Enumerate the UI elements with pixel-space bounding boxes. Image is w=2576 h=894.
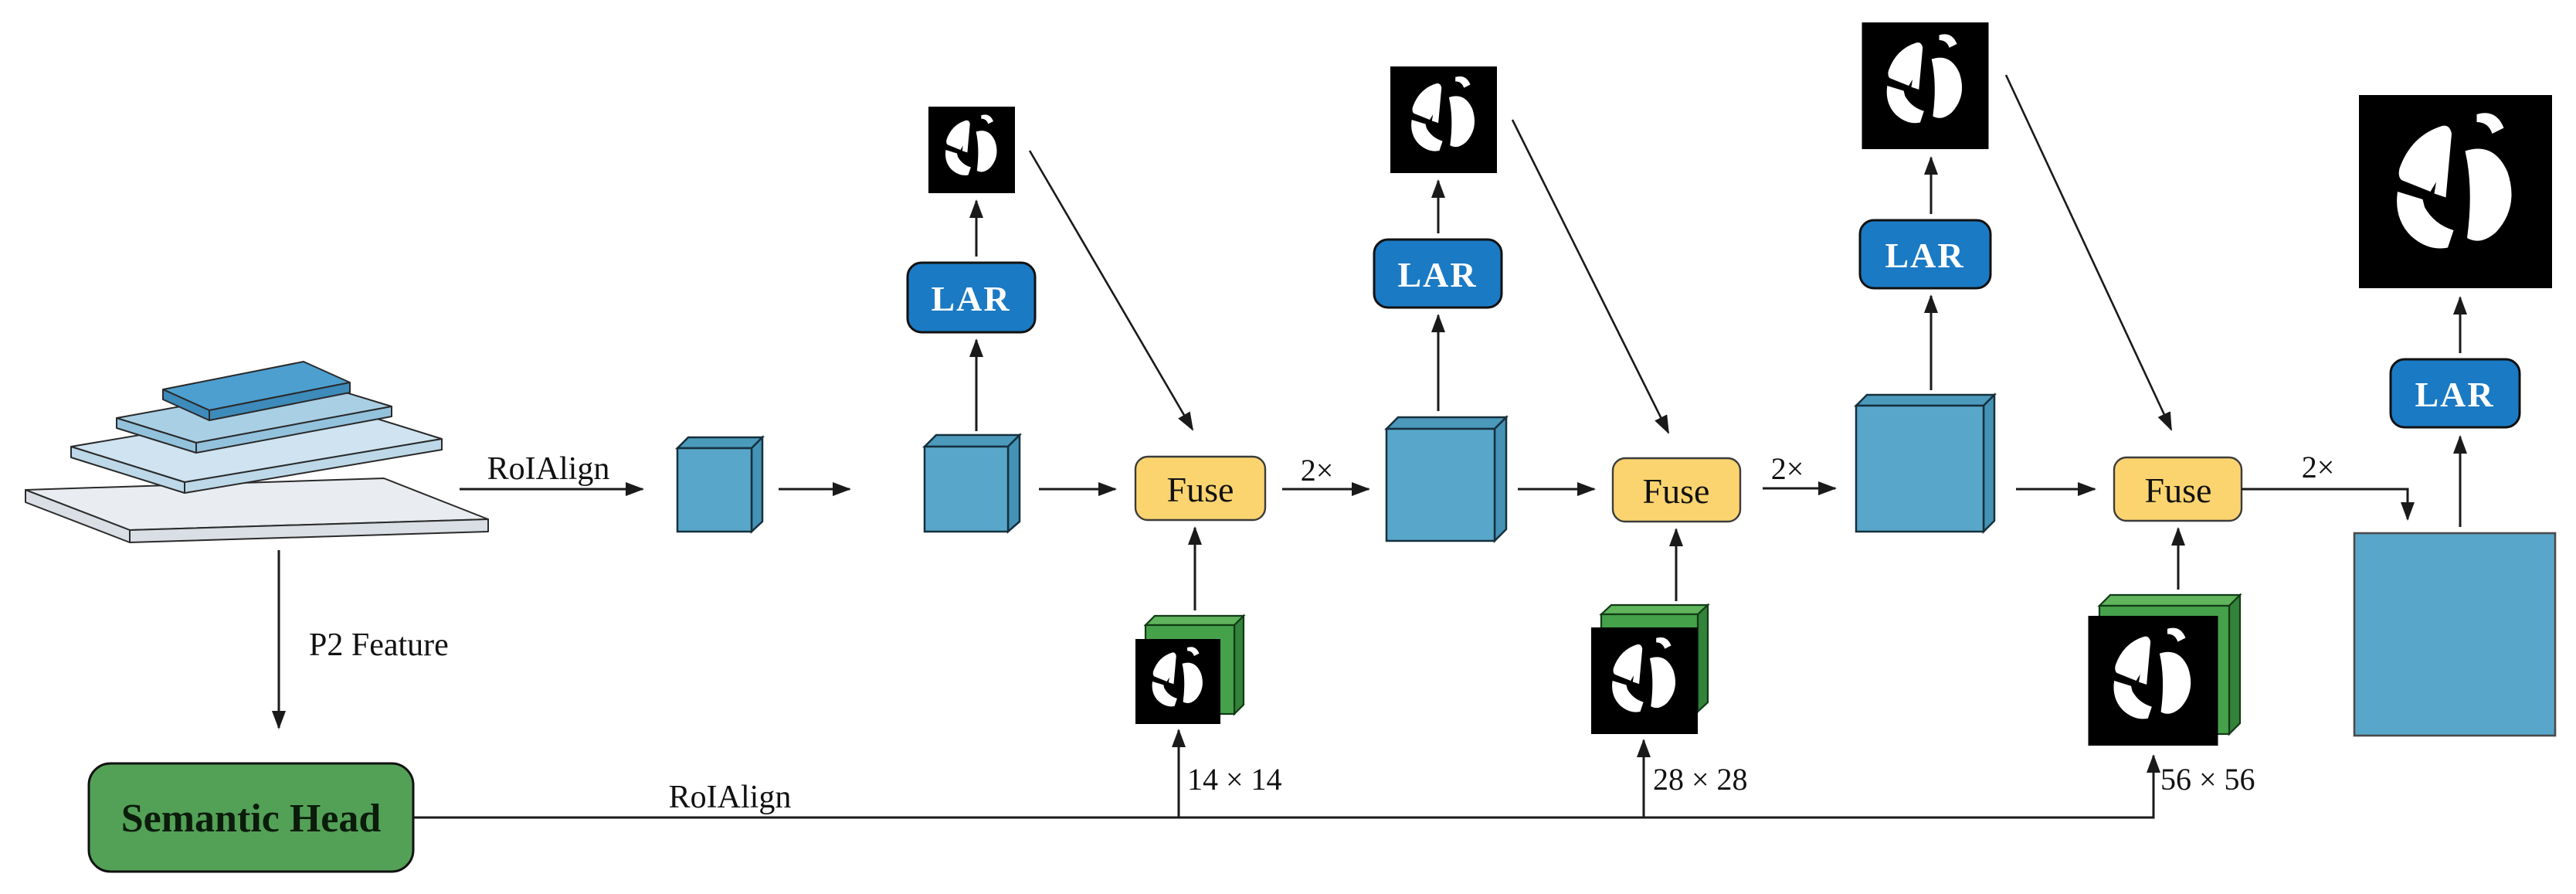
fpn-feature-pyramid xyxy=(25,361,489,543)
fuse-block-3: Fuse xyxy=(2113,456,2243,522)
roi-feature-cube-1 xyxy=(674,434,765,534)
segmentation-mask-icon-4 xyxy=(2359,95,2552,288)
mask-size-label-56: 56 × 56 xyxy=(2160,762,2255,797)
mask-size-label-14: 14 × 14 xyxy=(1187,762,1282,797)
roi-feature-cube-2 xyxy=(921,432,1023,534)
roialign-bottom-label: RoIAlign xyxy=(669,780,792,815)
lar-block-2: LAR xyxy=(1373,238,1503,309)
lar-block-3: LAR xyxy=(1858,219,1992,290)
fuse-label-2: Fuse xyxy=(1643,471,1710,511)
diagonal-mask2-fuse2 xyxy=(1511,119,1670,434)
lar-block-1: LAR xyxy=(906,261,1037,334)
fuse-block-2: Fuse xyxy=(1611,457,1742,523)
segmentation-mask-icon-2 xyxy=(1390,66,1497,173)
roi-feature-cube-4 xyxy=(1853,392,1997,535)
lar-label-4: LAR xyxy=(2415,375,2494,414)
lar-label-3: LAR xyxy=(1885,236,1964,275)
mask-size-label-28: 28 × 28 xyxy=(1653,762,1748,797)
roi-feature-cube-3 xyxy=(1383,414,1509,544)
segmentation-mask-icon-3b xyxy=(2088,616,2218,746)
segmentation-mask-icon-1b xyxy=(1135,639,1220,724)
fuse-block-1: Fuse xyxy=(1134,455,1267,522)
fuse-label-3: Fuse xyxy=(2145,471,2212,510)
semantic-head-node: Semantic Head xyxy=(87,762,415,873)
semantic-mask-stack-1 xyxy=(1135,614,1246,724)
upsample-label-1: 2× xyxy=(1301,453,1334,488)
semantic-mask-stack-2 xyxy=(1591,603,1710,734)
semantic-head-label: Semantic Head xyxy=(121,797,382,841)
roialign-top-label: RoIAlign xyxy=(487,451,610,487)
segmentation-mask-icon-3 xyxy=(1862,22,1989,149)
fuse-label-1: Fuse xyxy=(1167,470,1234,509)
segmentation-mask-icon-2b xyxy=(1591,627,1698,734)
p2-feature-label: P2 Feature xyxy=(309,627,449,663)
roialign-bottom-line xyxy=(413,754,2160,819)
lar-label-1: LAR xyxy=(931,279,1010,318)
upsample-arrow-3 xyxy=(2242,488,2415,521)
lar-block-4: LAR xyxy=(2389,358,2521,429)
semantic-mask-stack-3 xyxy=(2088,593,2242,746)
upsampled-feature-map xyxy=(2353,532,2557,737)
diagonal-mask3-fuse3 xyxy=(2004,74,2173,431)
segmentation-mask-icon-1 xyxy=(928,107,1015,193)
diagonal-mask1-fuse1 xyxy=(1028,150,1194,431)
upsample-label-3: 2× xyxy=(2302,450,2335,484)
lar-label-2: LAR xyxy=(1397,255,1477,294)
upsample-label-2: 2× xyxy=(1771,451,1804,486)
